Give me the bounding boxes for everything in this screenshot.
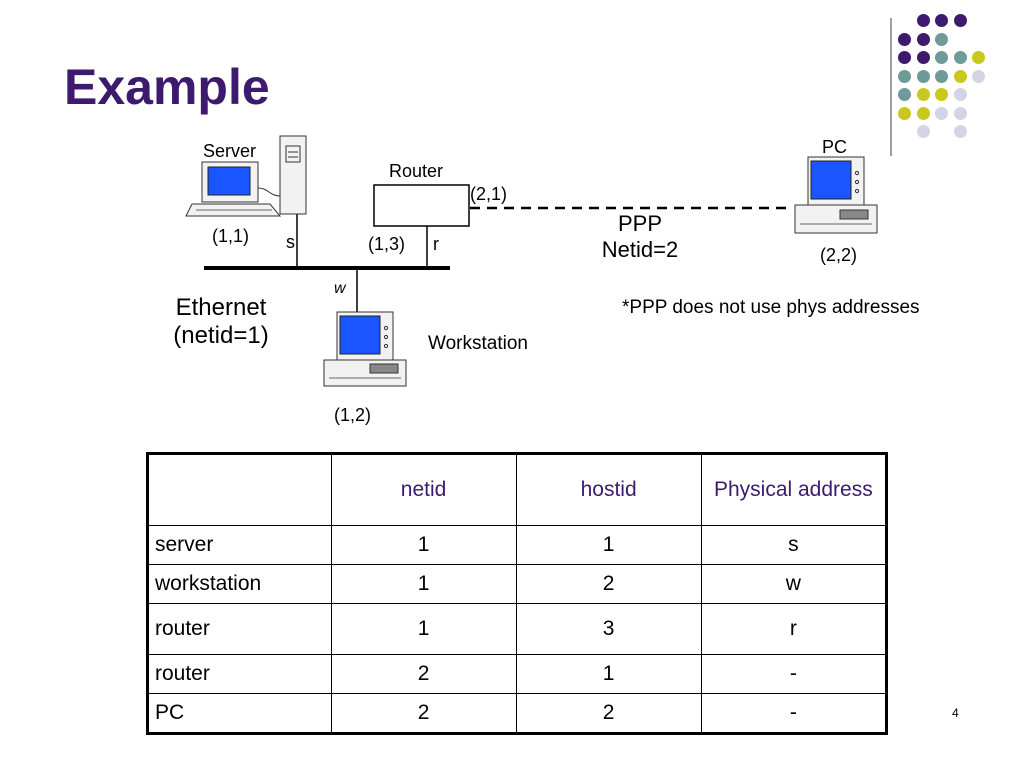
table-row: PC 2 2 - <box>147 693 888 734</box>
decorative-dot <box>953 125 967 138</box>
ethernet-label-line1: Ethernet <box>175 294 267 321</box>
ppp-label: PPP Netid=2 <box>590 211 690 263</box>
table-cell-physical: w <box>700 564 888 604</box>
table-cell-netid: 1 <box>330 564 517 604</box>
decorative-dot <box>953 69 967 83</box>
decorative-dot <box>898 32 911 46</box>
desktop-computer-icon <box>794 156 878 234</box>
decorative-dot <box>953 88 967 101</box>
decorative-dot <box>898 51 911 64</box>
table-cell-host: PC <box>147 693 332 734</box>
table-cell-netid: 1 <box>330 525 517 565</box>
table-cell-netid: 2 <box>330 693 517 734</box>
workstation-address: (1,2) <box>334 405 372 425</box>
ethernet-label-line2: (netid=1) <box>173 322 269 349</box>
decorative-dot <box>935 88 948 101</box>
table-cell-hostid: 2 <box>515 693 702 734</box>
decorative-dot <box>935 51 948 64</box>
table-header-hostid: hostid <box>515 453 702 526</box>
workstation-port-label: w <box>334 280 346 297</box>
table-cell-netid: 2 <box>330 654 517 694</box>
decorative-dot <box>916 32 930 46</box>
ppp-label-line2: Netid=2 <box>601 237 679 262</box>
table-cell-host: router <box>147 603 332 655</box>
table-row: workstation 1 2 w <box>147 564 888 604</box>
table-cell-hostid: 2 <box>515 564 702 604</box>
decorative-dot <box>972 69 985 83</box>
decorative-dot <box>898 88 911 101</box>
router-box-icon <box>373 184 470 227</box>
decorative-dot <box>953 51 967 64</box>
decorative-dot <box>916 14 930 27</box>
page-number: 4 <box>952 706 959 720</box>
decorative-divider <box>890 18 892 156</box>
pc-address: (2,2) <box>820 245 858 265</box>
decorative-dot <box>916 106 930 120</box>
decorative-dot <box>935 69 948 83</box>
decorative-dot <box>898 106 911 120</box>
server-address: (1,1) <box>212 226 250 246</box>
table-cell-physical: s <box>700 525 888 565</box>
decorative-dot <box>916 51 930 64</box>
decorative-dot <box>898 69 911 83</box>
ethernet-label: Ethernet (netid=1) <box>158 294 284 350</box>
table-cell-host: workstation <box>147 564 332 604</box>
network-diagram <box>185 135 878 387</box>
table-cell-physical: - <box>700 693 888 734</box>
table-header-cell <box>147 453 332 526</box>
table-cell-hostid: 1 <box>515 654 702 694</box>
server-label: Server <box>203 141 257 161</box>
decorative-dot <box>935 32 948 46</box>
ppp-label-line1: PPP <box>617 211 663 236</box>
decorative-dot <box>916 125 930 138</box>
computer-tower-icon <box>185 135 307 217</box>
decorative-dot <box>953 14 967 27</box>
table-header-physical-address: Physical address <box>700 453 888 526</box>
slide-title: Example <box>64 59 270 115</box>
table-cell-hostid: 3 <box>515 603 702 655</box>
desktop-computer-icon <box>323 311 407 387</box>
table-row: server 1 1 s <box>147 525 888 565</box>
table-cell-physical: - <box>700 654 888 694</box>
router-label: Router <box>389 161 444 181</box>
address-table: netid hostid Physical address server 1 1… <box>146 452 888 735</box>
pc-label: PC <box>822 137 848 157</box>
server-port-label: s <box>286 232 295 252</box>
decorative-dot <box>935 106 948 120</box>
table-cell-host: router <box>147 654 332 694</box>
table-header-row: netid hostid Physical address <box>147 453 888 526</box>
decorative-dot <box>953 106 967 120</box>
table-cell-hostid: 1 <box>515 525 702 565</box>
table-cell-netid: 1 <box>330 603 517 655</box>
table-cell-host: server <box>147 525 332 565</box>
router-eth-address: (1,3) <box>368 234 406 254</box>
decorative-dot <box>916 69 930 83</box>
workstation-label: Workstation <box>428 333 528 354</box>
ppp-note: *PPP does not use phys addresses <box>622 297 920 318</box>
table-header-netid: netid <box>330 453 517 526</box>
router-port-label: r <box>433 234 439 254</box>
router-ppp-address: (2,1) <box>470 184 508 204</box>
decorative-dot <box>972 51 985 64</box>
table-row: router 1 3 r <box>147 603 888 655</box>
table-row: router 2 1 - <box>147 654 888 694</box>
decorative-dot <box>935 14 948 27</box>
decorative-dot <box>916 88 930 101</box>
table-cell-physical: r <box>700 603 888 655</box>
